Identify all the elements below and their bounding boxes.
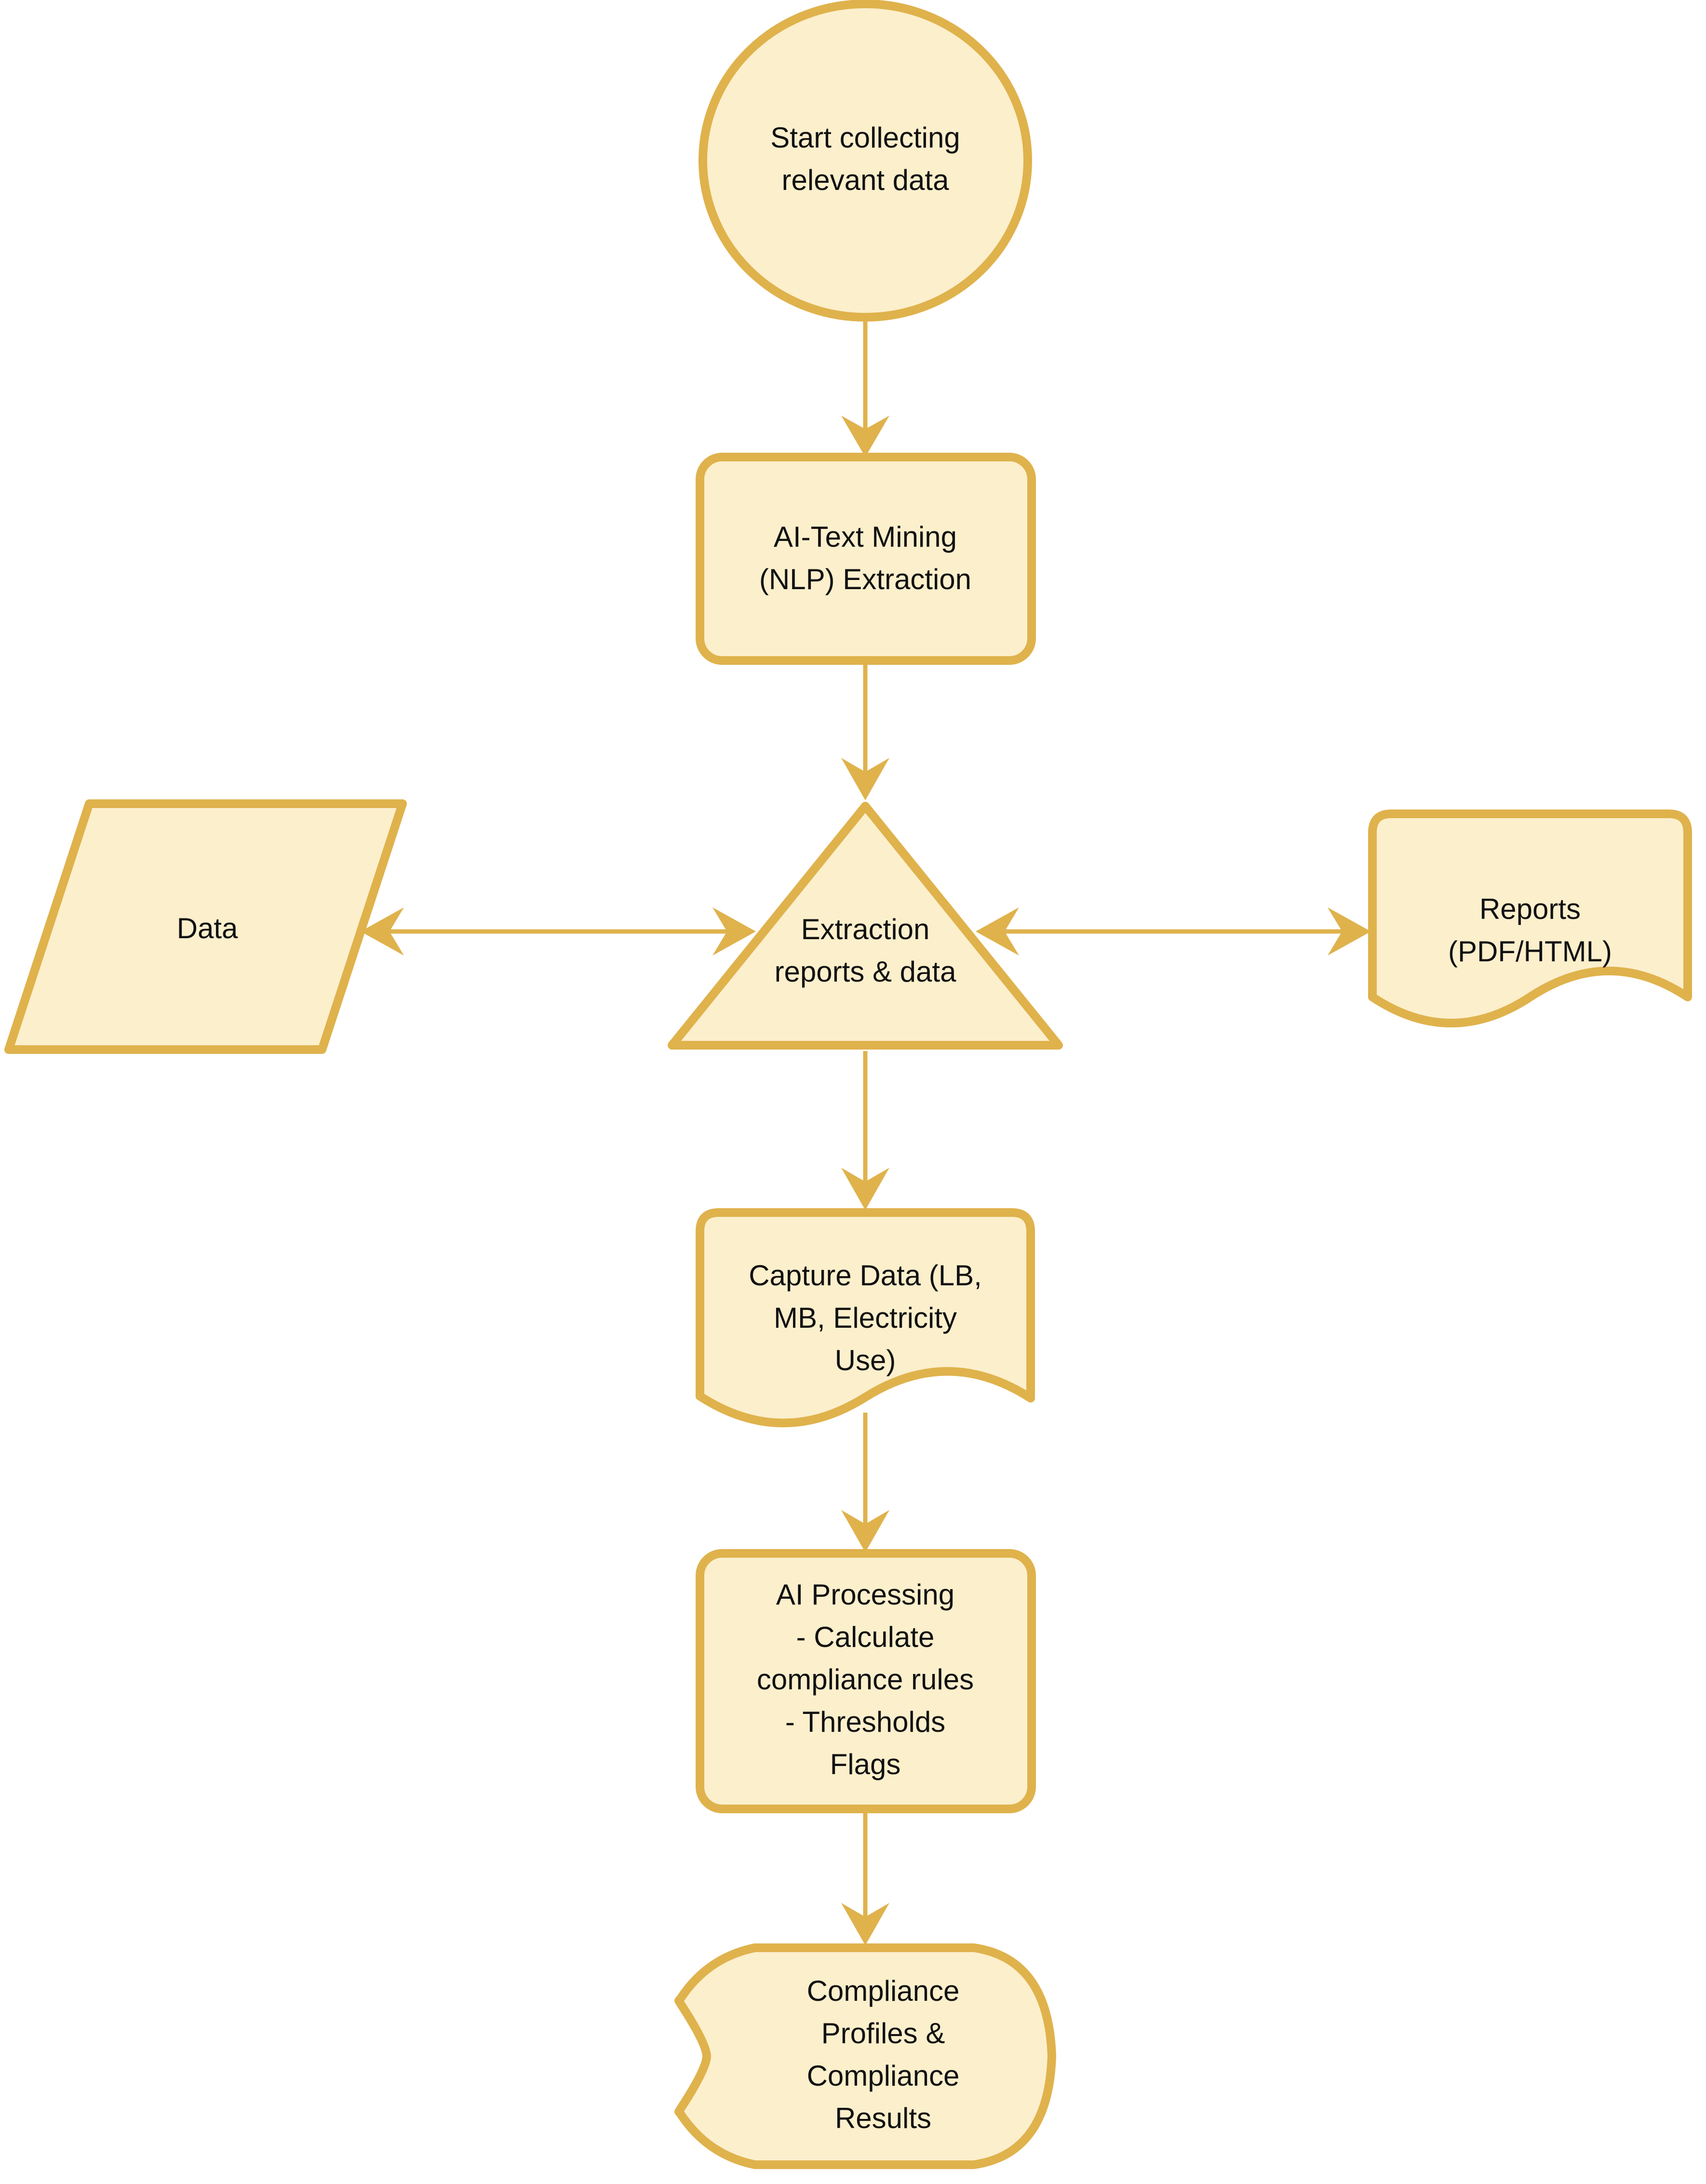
capture-node-label-line1: Capture Data (LB, <box>749 1259 982 1292</box>
reports-node-label-line2: (PDF/HTML) <box>1448 935 1612 968</box>
processing-node-label-line5: Flags <box>830 1748 901 1780</box>
capture-node-label-line3: Use) <box>835 1344 896 1376</box>
node-compliance[interactable]: Compliance Profiles & Compliance Results <box>674 1943 1056 2169</box>
compliance-node-label-line1: Compliance <box>807 1975 960 2007</box>
edge-extraction-to-reports <box>976 907 1371 956</box>
capture-node-shape <box>696 1208 1035 1428</box>
nlp-node-shape <box>696 453 1036 665</box>
edge-nlp-to-extraction <box>841 661 889 800</box>
extraction-node-shape <box>668 802 1063 1050</box>
node-start[interactable]: Start collecting relevant data <box>699 0 1032 322</box>
arrowhead-left-icon <box>361 907 404 956</box>
node-nlp[interactable]: AI-Text Mining (NLP) Extraction <box>696 453 1036 665</box>
edge-processing-to-compliance <box>841 1808 889 1945</box>
capture-node-label-line2: MB, Electricity <box>774 1302 957 1334</box>
data-node-label: Data <box>177 912 238 944</box>
processing-node-label-line1: AI Processing <box>776 1578 954 1611</box>
edge-extraction-to-data <box>361 907 756 956</box>
start-node-shape <box>699 0 1032 322</box>
data-node-shape <box>4 799 407 1054</box>
processing-node-label-line2: - Calculate <box>796 1621 935 1653</box>
edge-capture-to-processing <box>841 1413 889 1552</box>
processing-node-label-line3: compliance rules <box>757 1663 974 1696</box>
arrowhead-down-icon <box>841 416 889 457</box>
compliance-node-label-line3: Compliance <box>807 2060 960 2092</box>
arrowhead-down-icon <box>841 1903 889 1945</box>
nlp-node-label-line2: (NLP) Extraction <box>759 563 971 595</box>
arrowhead-down-icon <box>841 1168 889 1210</box>
arrowhead-right-icon <box>712 907 756 956</box>
edge-extraction-to-capture <box>841 1051 889 1210</box>
compliance-node-label-line2: Profiles & <box>821 2017 945 2049</box>
processing-node-label-line4: - Thresholds <box>785 1706 945 1738</box>
arrowhead-down-icon <box>841 758 889 800</box>
extraction-node-label-line1: Extraction <box>801 913 930 945</box>
compliance-node-shape <box>674 1943 1056 2169</box>
processing-node-shape <box>696 1549 1036 1813</box>
start-node-label-line1: Start collecting <box>770 121 960 154</box>
arrowhead-right-icon <box>1328 907 1371 956</box>
node-reports[interactable]: Reports (PDF/HTML) <box>1368 809 1692 1027</box>
nlp-node-label-line1: AI-Text Mining <box>774 521 957 553</box>
reports-node-shape <box>1368 809 1692 1027</box>
node-extraction[interactable]: Extraction reports & data <box>668 802 1063 1050</box>
extraction-node-label-line2: reports & data <box>775 956 957 988</box>
node-processing[interactable]: AI Processing - Calculate compliance rul… <box>696 1549 1036 1813</box>
start-node-label-line2: relevant data <box>782 164 950 196</box>
compliance-node-label-line4: Results <box>835 2102 931 2134</box>
arrowhead-left-icon <box>976 907 1019 956</box>
reports-node-label-line1: Reports <box>1479 893 1581 925</box>
node-capture[interactable]: Capture Data (LB, MB, Electricity Use) <box>696 1208 1035 1428</box>
edge-start-to-nlp <box>841 321 889 457</box>
node-data[interactable]: Data <box>4 799 407 1054</box>
arrowhead-down-icon <box>841 1510 889 1552</box>
